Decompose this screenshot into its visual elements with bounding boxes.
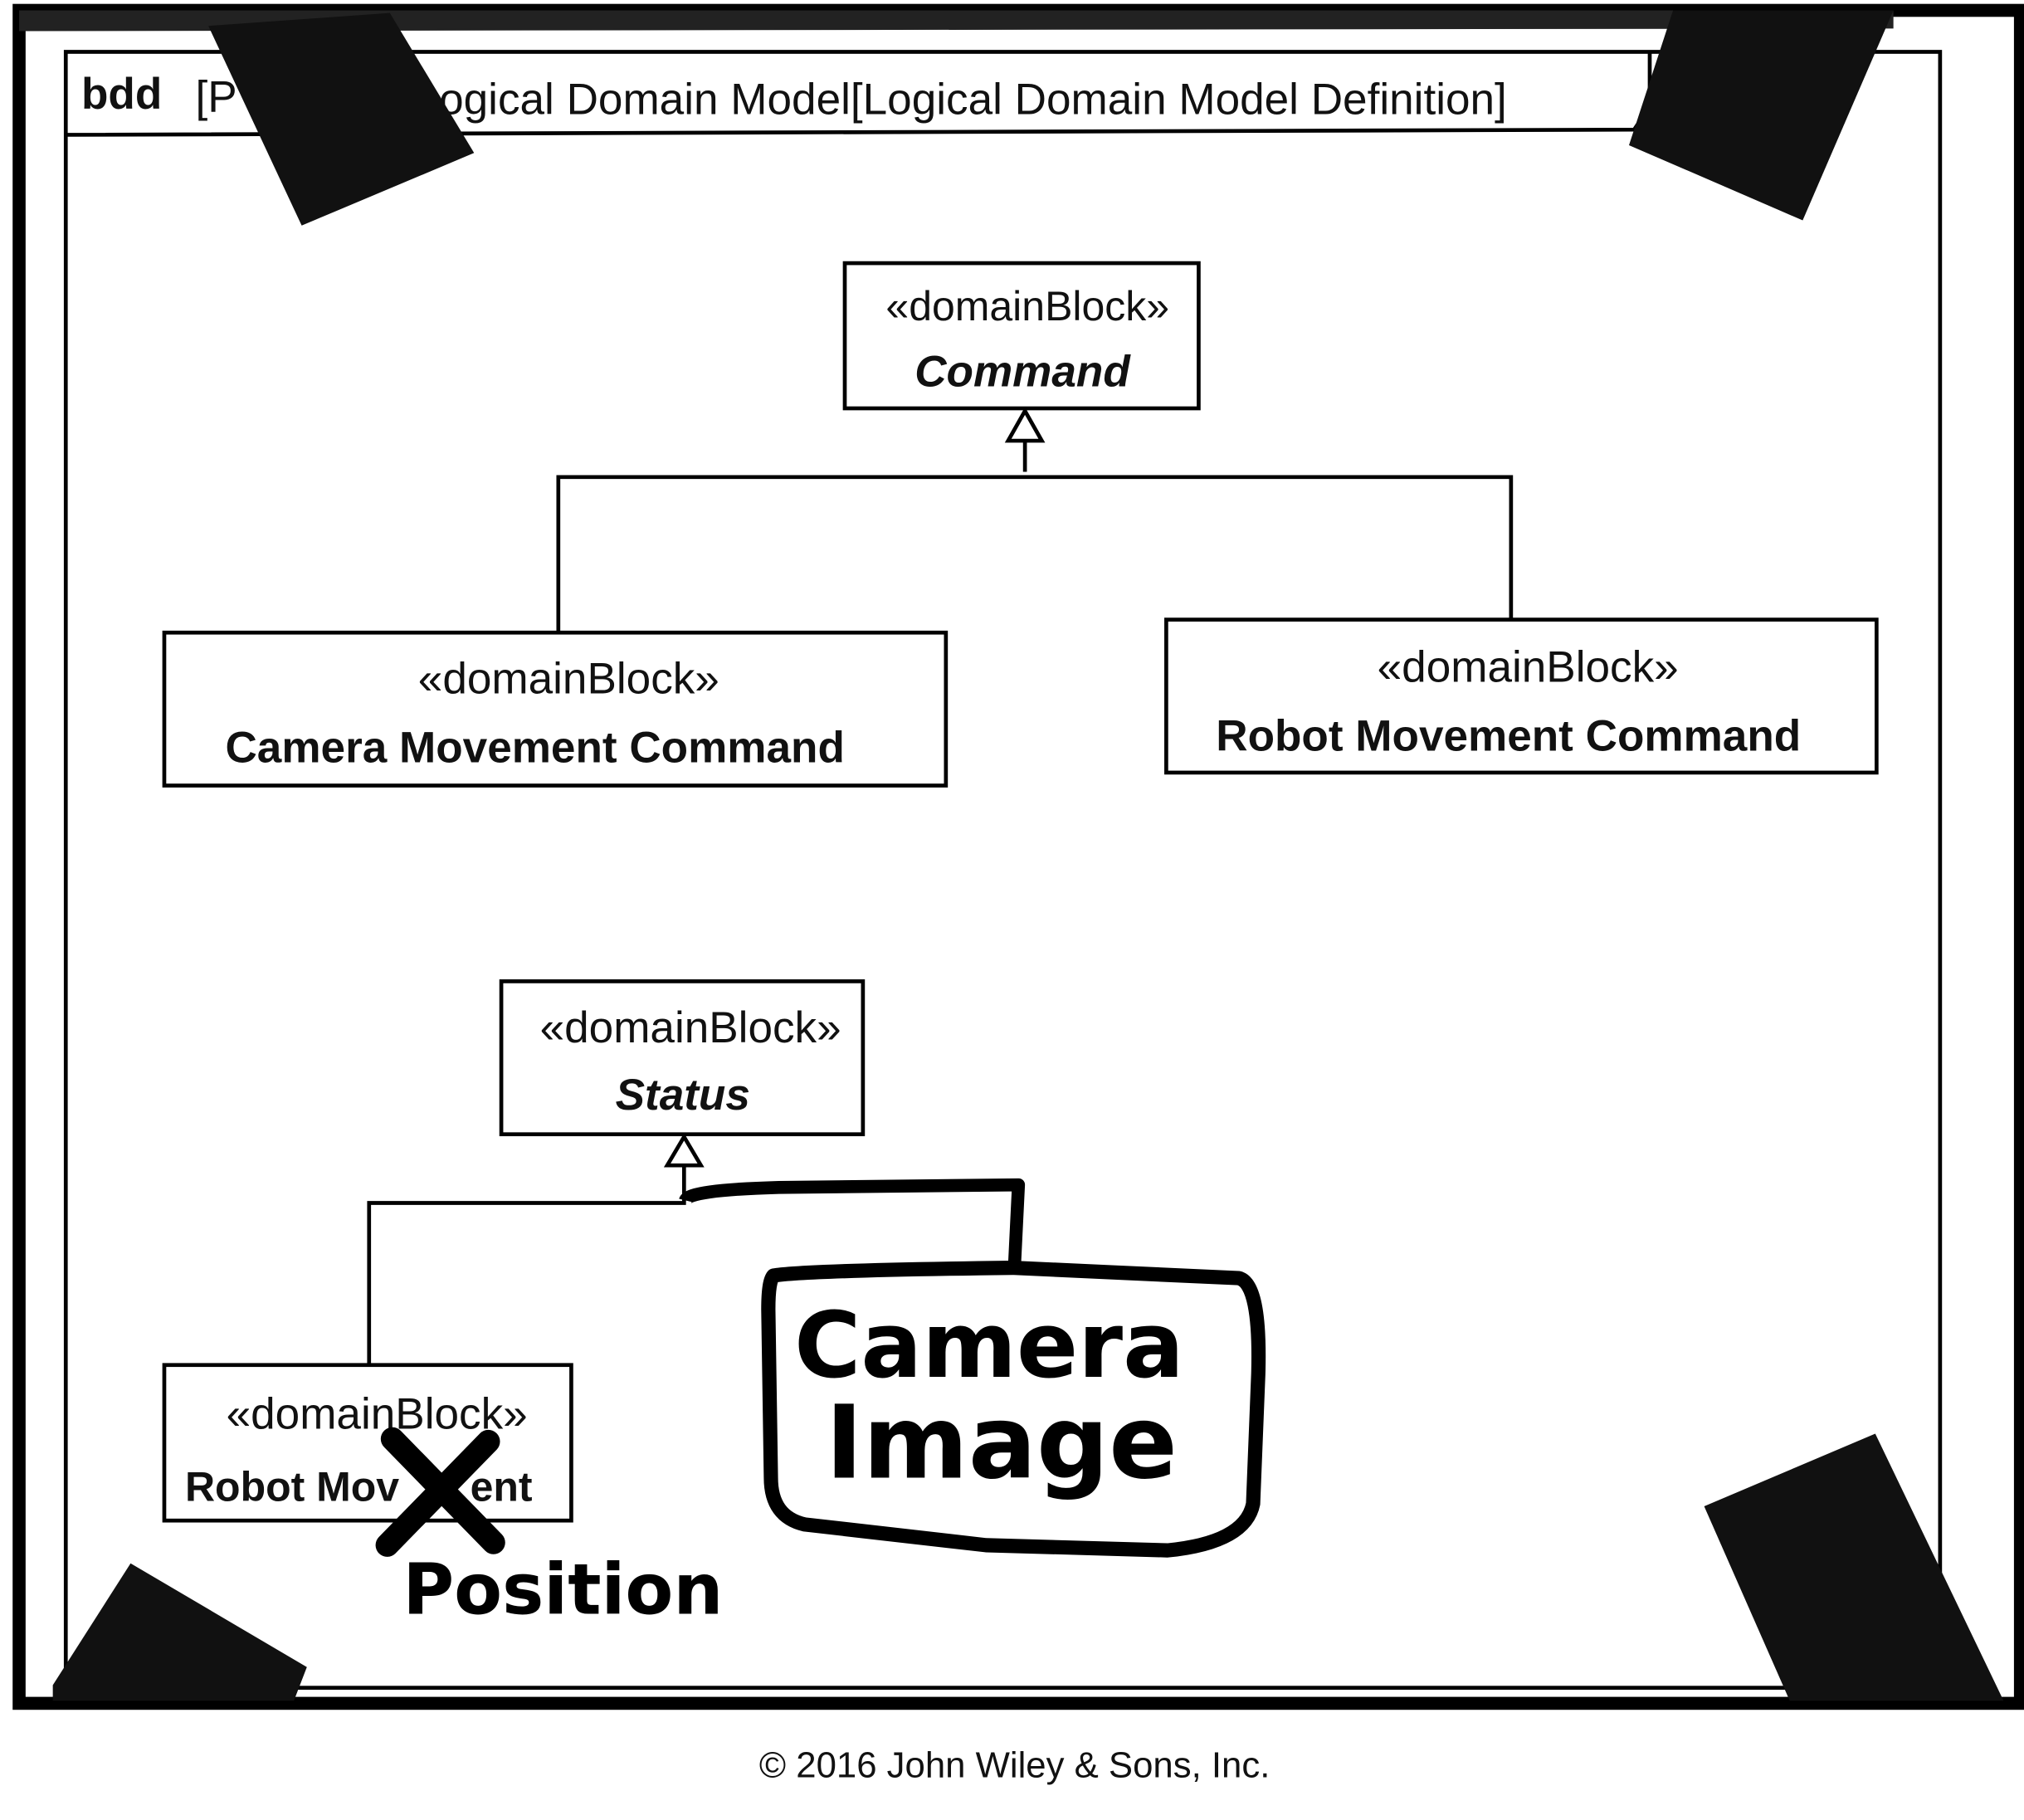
block-name-end: ent bbox=[471, 1464, 533, 1510]
block-name: Status bbox=[616, 1071, 750, 1120]
frame-title-start: [P bbox=[195, 72, 237, 121]
copyright-notice: © 2016 John Wiley & Sons, Inc. bbox=[759, 1744, 1270, 1785]
block-stereotype: «domainBlock» bbox=[418, 655, 719, 704]
handwritten-position: Position bbox=[402, 1549, 723, 1631]
scan-border bbox=[12, 3, 2024, 1710]
block-robot-movement-command[interactable]: «domainBlock» Robot Movement Command bbox=[1164, 617, 1879, 775]
block-name-start: Robot Mov bbox=[185, 1464, 399, 1510]
block-status[interactable]: «domainBlock» Status bbox=[499, 979, 866, 1137]
block-stereotype: «domainBlock» bbox=[1378, 643, 1679, 692]
tape-pieces bbox=[52, 10, 2004, 1701]
handwritten-line-1: Camera bbox=[794, 1293, 1184, 1398]
block-stereotype: «domainBlock» bbox=[885, 283, 1169, 329]
tape-bottom-right bbox=[1704, 1433, 2004, 1701]
tape-top-right bbox=[1628, 10, 1894, 221]
tape-top-left bbox=[208, 12, 475, 226]
generalization-command bbox=[556, 407, 1514, 636]
handwritten-line-2: Image bbox=[826, 1384, 1178, 1502]
block-stereotype: «domainBlock» bbox=[227, 1389, 528, 1438]
frame-kind: bdd bbox=[81, 70, 162, 119]
block-name: Robot Movement Command bbox=[1216, 711, 1801, 760]
block-name: Command bbox=[914, 347, 1131, 396]
block-name: Camera Movement Command bbox=[225, 723, 844, 772]
crossout-x-mark bbox=[375, 1427, 505, 1557]
generalization-status bbox=[367, 1133, 705, 1368]
block-command[interactable]: «domainBlock» Command bbox=[842, 261, 1201, 411]
tape-bottom-left bbox=[52, 1563, 307, 1701]
block-stereotype: «domainBlock» bbox=[540, 1003, 841, 1052]
block-camera-movement-command[interactable]: «domainBlock» Camera Movement Command bbox=[162, 630, 949, 788]
handwritten-camera-image-block[interactable]: Camera Image bbox=[679, 1178, 1266, 1558]
frame-title-end: ogical Domain Model[Logical Domain Model… bbox=[439, 75, 1507, 124]
block-robot-position[interactable]: «domainBlock» Robot Mov ent bbox=[162, 1363, 573, 1557]
